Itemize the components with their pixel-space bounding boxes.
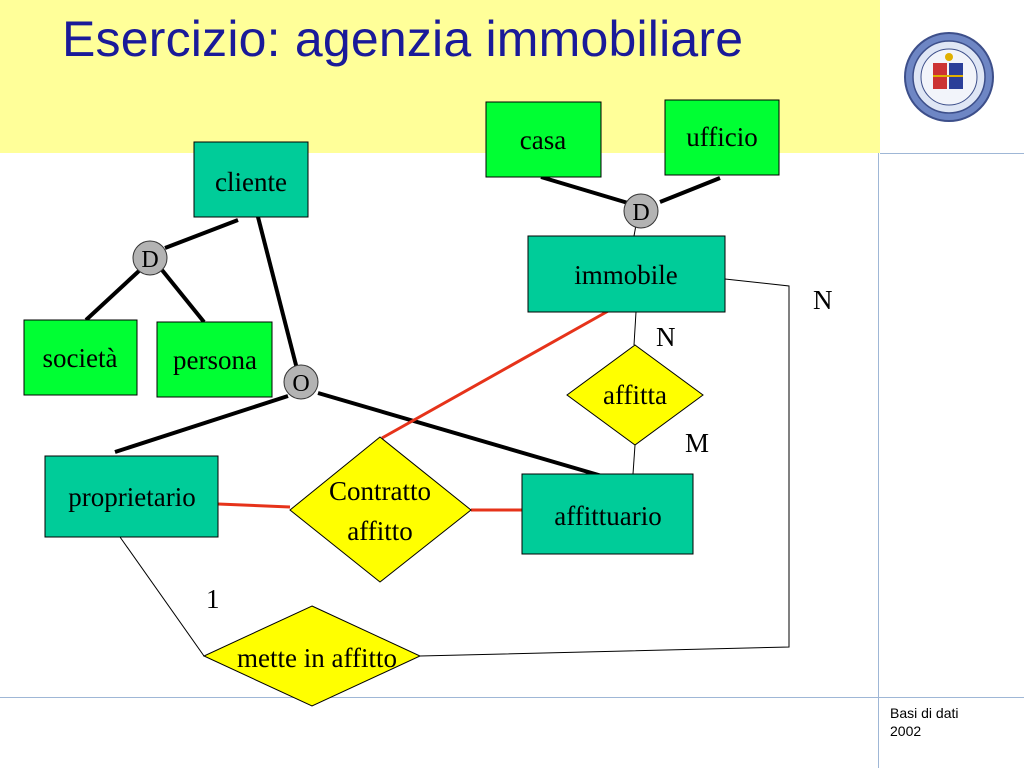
generalization-cliente: D bbox=[132, 240, 168, 276]
entity-immobile-label: immobile bbox=[574, 260, 678, 290]
line-immobile-contratto bbox=[381, 308, 611, 440]
entity-persona-label: persona bbox=[173, 345, 257, 375]
generalization-overlap-label: O bbox=[292, 371, 309, 397]
entity-cliente: cliente bbox=[193, 141, 309, 218]
cardinality-affittuario-affitta: M bbox=[685, 428, 709, 458]
generalization-overlap: O bbox=[283, 364, 319, 400]
generalization-cliente-label: D bbox=[141, 247, 158, 273]
line-affitta-affittuario bbox=[632, 444, 636, 475]
entity-ufficio: ufficio bbox=[664, 99, 780, 176]
entity-persona: persona bbox=[156, 321, 273, 398]
line-overlap-proprietario bbox=[114, 394, 289, 454]
relationship-affitta: affitta bbox=[566, 344, 704, 446]
entity-affittuario: affittuario bbox=[521, 473, 694, 555]
line-immobile-mette bbox=[419, 278, 790, 657]
entity-affittuario-label: affittuario bbox=[554, 501, 661, 531]
line-cliente-overlap bbox=[256, 216, 299, 370]
footer-year: 2002 bbox=[890, 723, 922, 739]
line-ufficio-gen bbox=[659, 176, 721, 204]
entity-proprietario-label: proprietario bbox=[68, 482, 195, 512]
line-immobile-affitta bbox=[633, 311, 637, 346]
entity-immobile: immobile bbox=[527, 235, 726, 313]
entity-casa: casa bbox=[485, 101, 602, 178]
cardinality-immobile-affitta: N bbox=[656, 322, 676, 352]
entity-ufficio-label: ufficio bbox=[686, 122, 757, 152]
slide-title: Esercizio: agenzia immobiliare bbox=[62, 11, 744, 67]
entity-societa: società bbox=[23, 319, 138, 396]
entity-cliente-label: cliente bbox=[215, 167, 287, 197]
relationship-contratto-affitto: Contratto affitto bbox=[289, 436, 472, 583]
vertical-divider bbox=[878, 153, 879, 768]
line-proprietario-mette bbox=[119, 536, 210, 657]
footer: Basi di dati 2002 bbox=[890, 704, 958, 740]
relationship-contratto-line2: affitto bbox=[347, 516, 412, 546]
connectors bbox=[84, 175, 790, 657]
line-gen-persona bbox=[160, 268, 206, 324]
entity-proprietario: proprietario bbox=[44, 455, 219, 538]
entity-casa-label: casa bbox=[520, 125, 566, 155]
relationship-mette-label: mette in affitto bbox=[237, 643, 397, 673]
cardinality-immobile-mette: N bbox=[813, 285, 833, 315]
cardinality-proprietario-mette: 1 bbox=[206, 584, 220, 614]
line-gen-societa bbox=[84, 268, 142, 322]
footer-course: Basi di dati bbox=[890, 705, 959, 721]
generalization-immobile: D bbox=[623, 193, 659, 229]
generalization-immobile-label: D bbox=[632, 200, 649, 226]
line-cliente-gen bbox=[164, 218, 239, 250]
line-proprietario-contratto bbox=[217, 502, 291, 509]
relationship-affitta-label: affitta bbox=[603, 380, 667, 410]
footer-divider bbox=[0, 697, 1024, 698]
relationship-contratto-line1: Contratto bbox=[329, 476, 431, 506]
relationship-mette-in-affitto: mette in affitto bbox=[202, 605, 422, 707]
line-overlap-affittuario bbox=[317, 391, 603, 478]
entity-societa-label: società bbox=[43, 343, 118, 373]
right-panel-divider bbox=[880, 153, 1024, 154]
line-casa-gen bbox=[540, 175, 629, 205]
university-seal-logo bbox=[904, 32, 994, 122]
